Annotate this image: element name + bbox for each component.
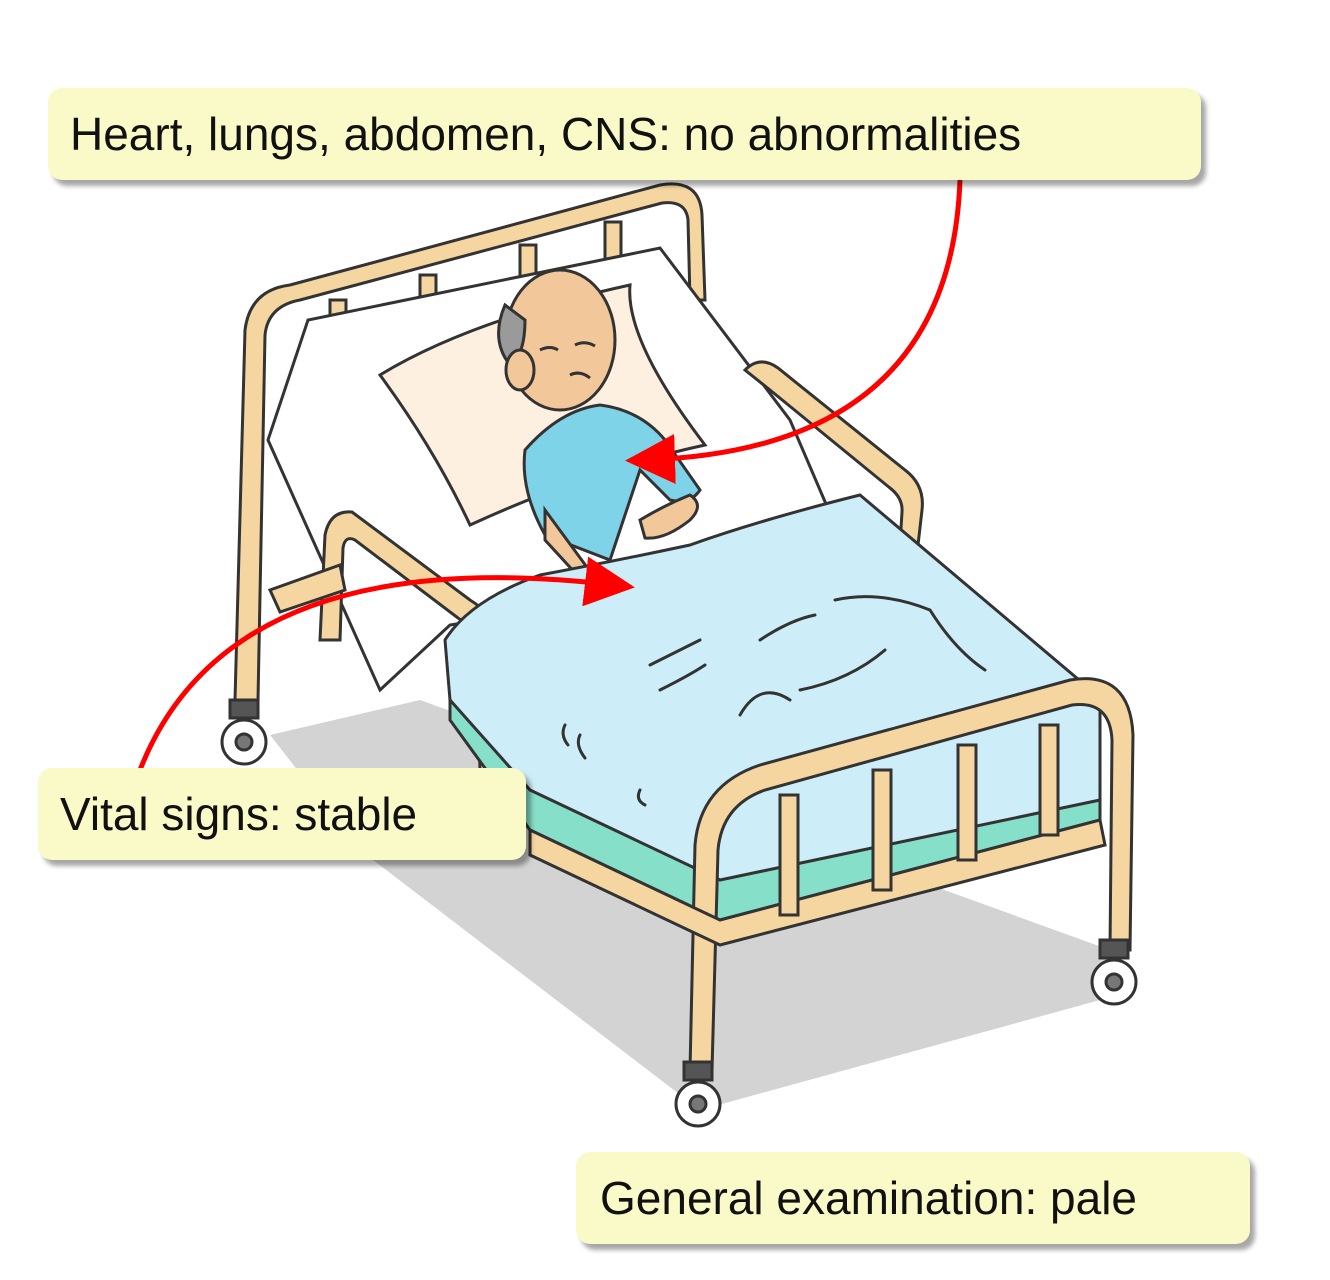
blanket-folds — [561, 595, 987, 807]
caster-wheels — [220, 698, 1138, 1128]
footboard — [528, 677, 1135, 1072]
side-rail-right — [742, 360, 924, 547]
annotation-vitals: Vital signs: stable — [38, 768, 526, 860]
annotation-organs-text: Heart, lungs, abdomen, CNS: no abnormali… — [70, 108, 1022, 160]
arrow-to-arm — [137, 556, 635, 771]
pointer-arrows — [137, 179, 963, 771]
annotation-vitals-text: Vital signs: stable — [60, 788, 418, 840]
arrow-to-chest — [625, 179, 963, 484]
annotation-general: General examination: pale — [576, 1152, 1250, 1244]
annotation-organs: Heart, lungs, abdomen, CNS: no abnormali… — [48, 88, 1201, 180]
annotation-general-text: General examination: pale — [600, 1172, 1137, 1224]
